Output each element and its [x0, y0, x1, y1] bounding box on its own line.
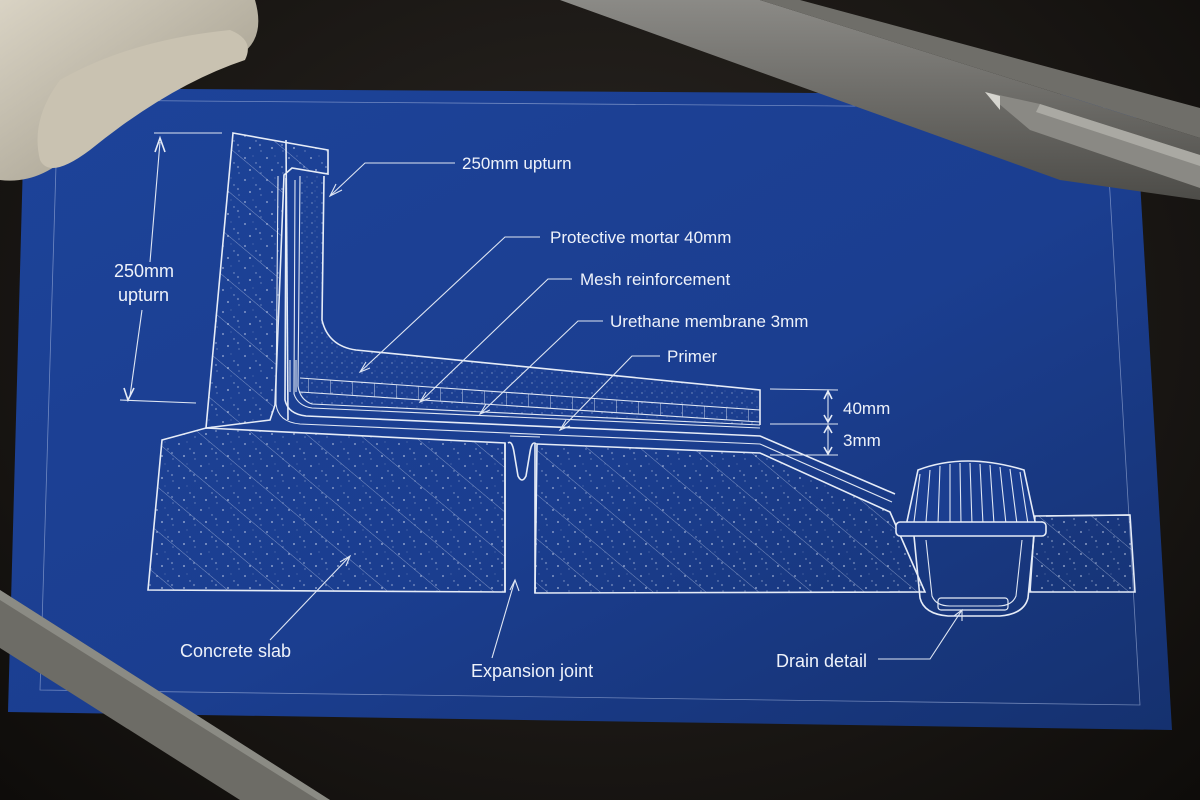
drain-icon	[895, 460, 1131, 617]
parapet-wall	[205, 132, 329, 429]
concrete-slab-left	[147, 427, 506, 593]
set-square	[0, 590, 330, 800]
paper-inner-border	[39, 99, 1141, 706]
label-mesh-reinforcement: Mesh reinforcement	[580, 270, 731, 289]
label-upturn-dim-1: 250mm	[114, 261, 174, 281]
label-upturn-top: 250mm upturn	[462, 154, 572, 173]
steel-ruler	[560, 0, 1200, 200]
label-primer: Primer	[667, 347, 717, 366]
label-upturn-dim-2: upturn	[118, 285, 169, 305]
dimension-thickness	[769, 388, 839, 456]
leader-lines	[269, 162, 963, 660]
mechanical-pencil	[985, 92, 1200, 188]
section-diagram: 250mm upturn 250mm upturn Protective mor…	[114, 132, 1136, 681]
label-expansion-joint: Expansion joint	[471, 661, 593, 681]
mesh-reinforcement	[289, 360, 761, 423]
expansion-joint	[504, 435, 541, 593]
primer-layer	[275, 175, 893, 503]
label-concrete-slab: Concrete slab	[180, 641, 291, 661]
label-protective-mortar: Protective mortar 40mm	[550, 228, 731, 247]
dimension-upturn	[119, 132, 222, 404]
label-drain-detail: Drain detail	[776, 651, 867, 671]
protective-mortar	[297, 175, 761, 426]
label-urethane-membrane: Urethane membrane 3mm	[610, 312, 808, 331]
label-dim-40mm: 40mm	[843, 399, 890, 418]
membrane-layer-inner	[293, 179, 761, 429]
paper-roll	[0, 0, 259, 181]
membrane-layer	[284, 177, 896, 495]
label-dim-3mm: 3mm	[843, 431, 881, 450]
